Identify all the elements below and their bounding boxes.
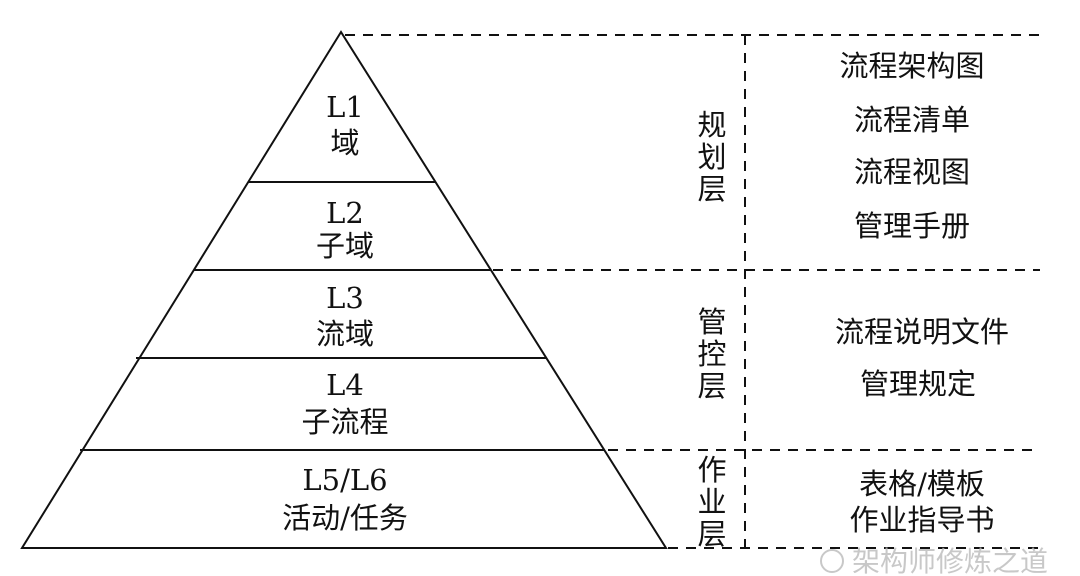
- level-name: 子流程: [301, 405, 388, 439]
- level-name: 流域: [316, 317, 374, 351]
- layer-label-control: 管控层: [697, 305, 727, 403]
- doc-item: 管理规定: [860, 367, 976, 401]
- layer-label-planning: 规划层: [697, 108, 727, 206]
- doc-item: 流程清单: [854, 103, 970, 137]
- watermark: 架构师修炼之道: [820, 545, 1048, 576]
- doc-item: 流程架构图: [839, 49, 984, 83]
- level-code: L5/L6: [302, 463, 387, 497]
- layer-label-operation: 作业层: [697, 453, 727, 551]
- level-name: 域: [330, 126, 359, 160]
- doc-item: 表格/模板: [859, 467, 985, 501]
- doc-item: 管理手册: [854, 209, 970, 243]
- level-name: 活动/任务: [282, 501, 408, 535]
- doc-item: 流程视图: [854, 155, 970, 189]
- level-code: L4: [326, 368, 364, 402]
- level-code: L3: [326, 281, 364, 315]
- watermark-text: 架构师修炼之道: [852, 545, 1048, 576]
- pyramid-outline: [20, 30, 668, 549]
- level-name: 子域: [316, 229, 374, 263]
- level-code: L2: [326, 196, 364, 230]
- level-code: L1: [326, 90, 364, 124]
- doc-item: 作业指导书: [849, 503, 994, 537]
- wechat-icon: [820, 549, 844, 573]
- doc-item: 流程说明文件: [835, 315, 1009, 349]
